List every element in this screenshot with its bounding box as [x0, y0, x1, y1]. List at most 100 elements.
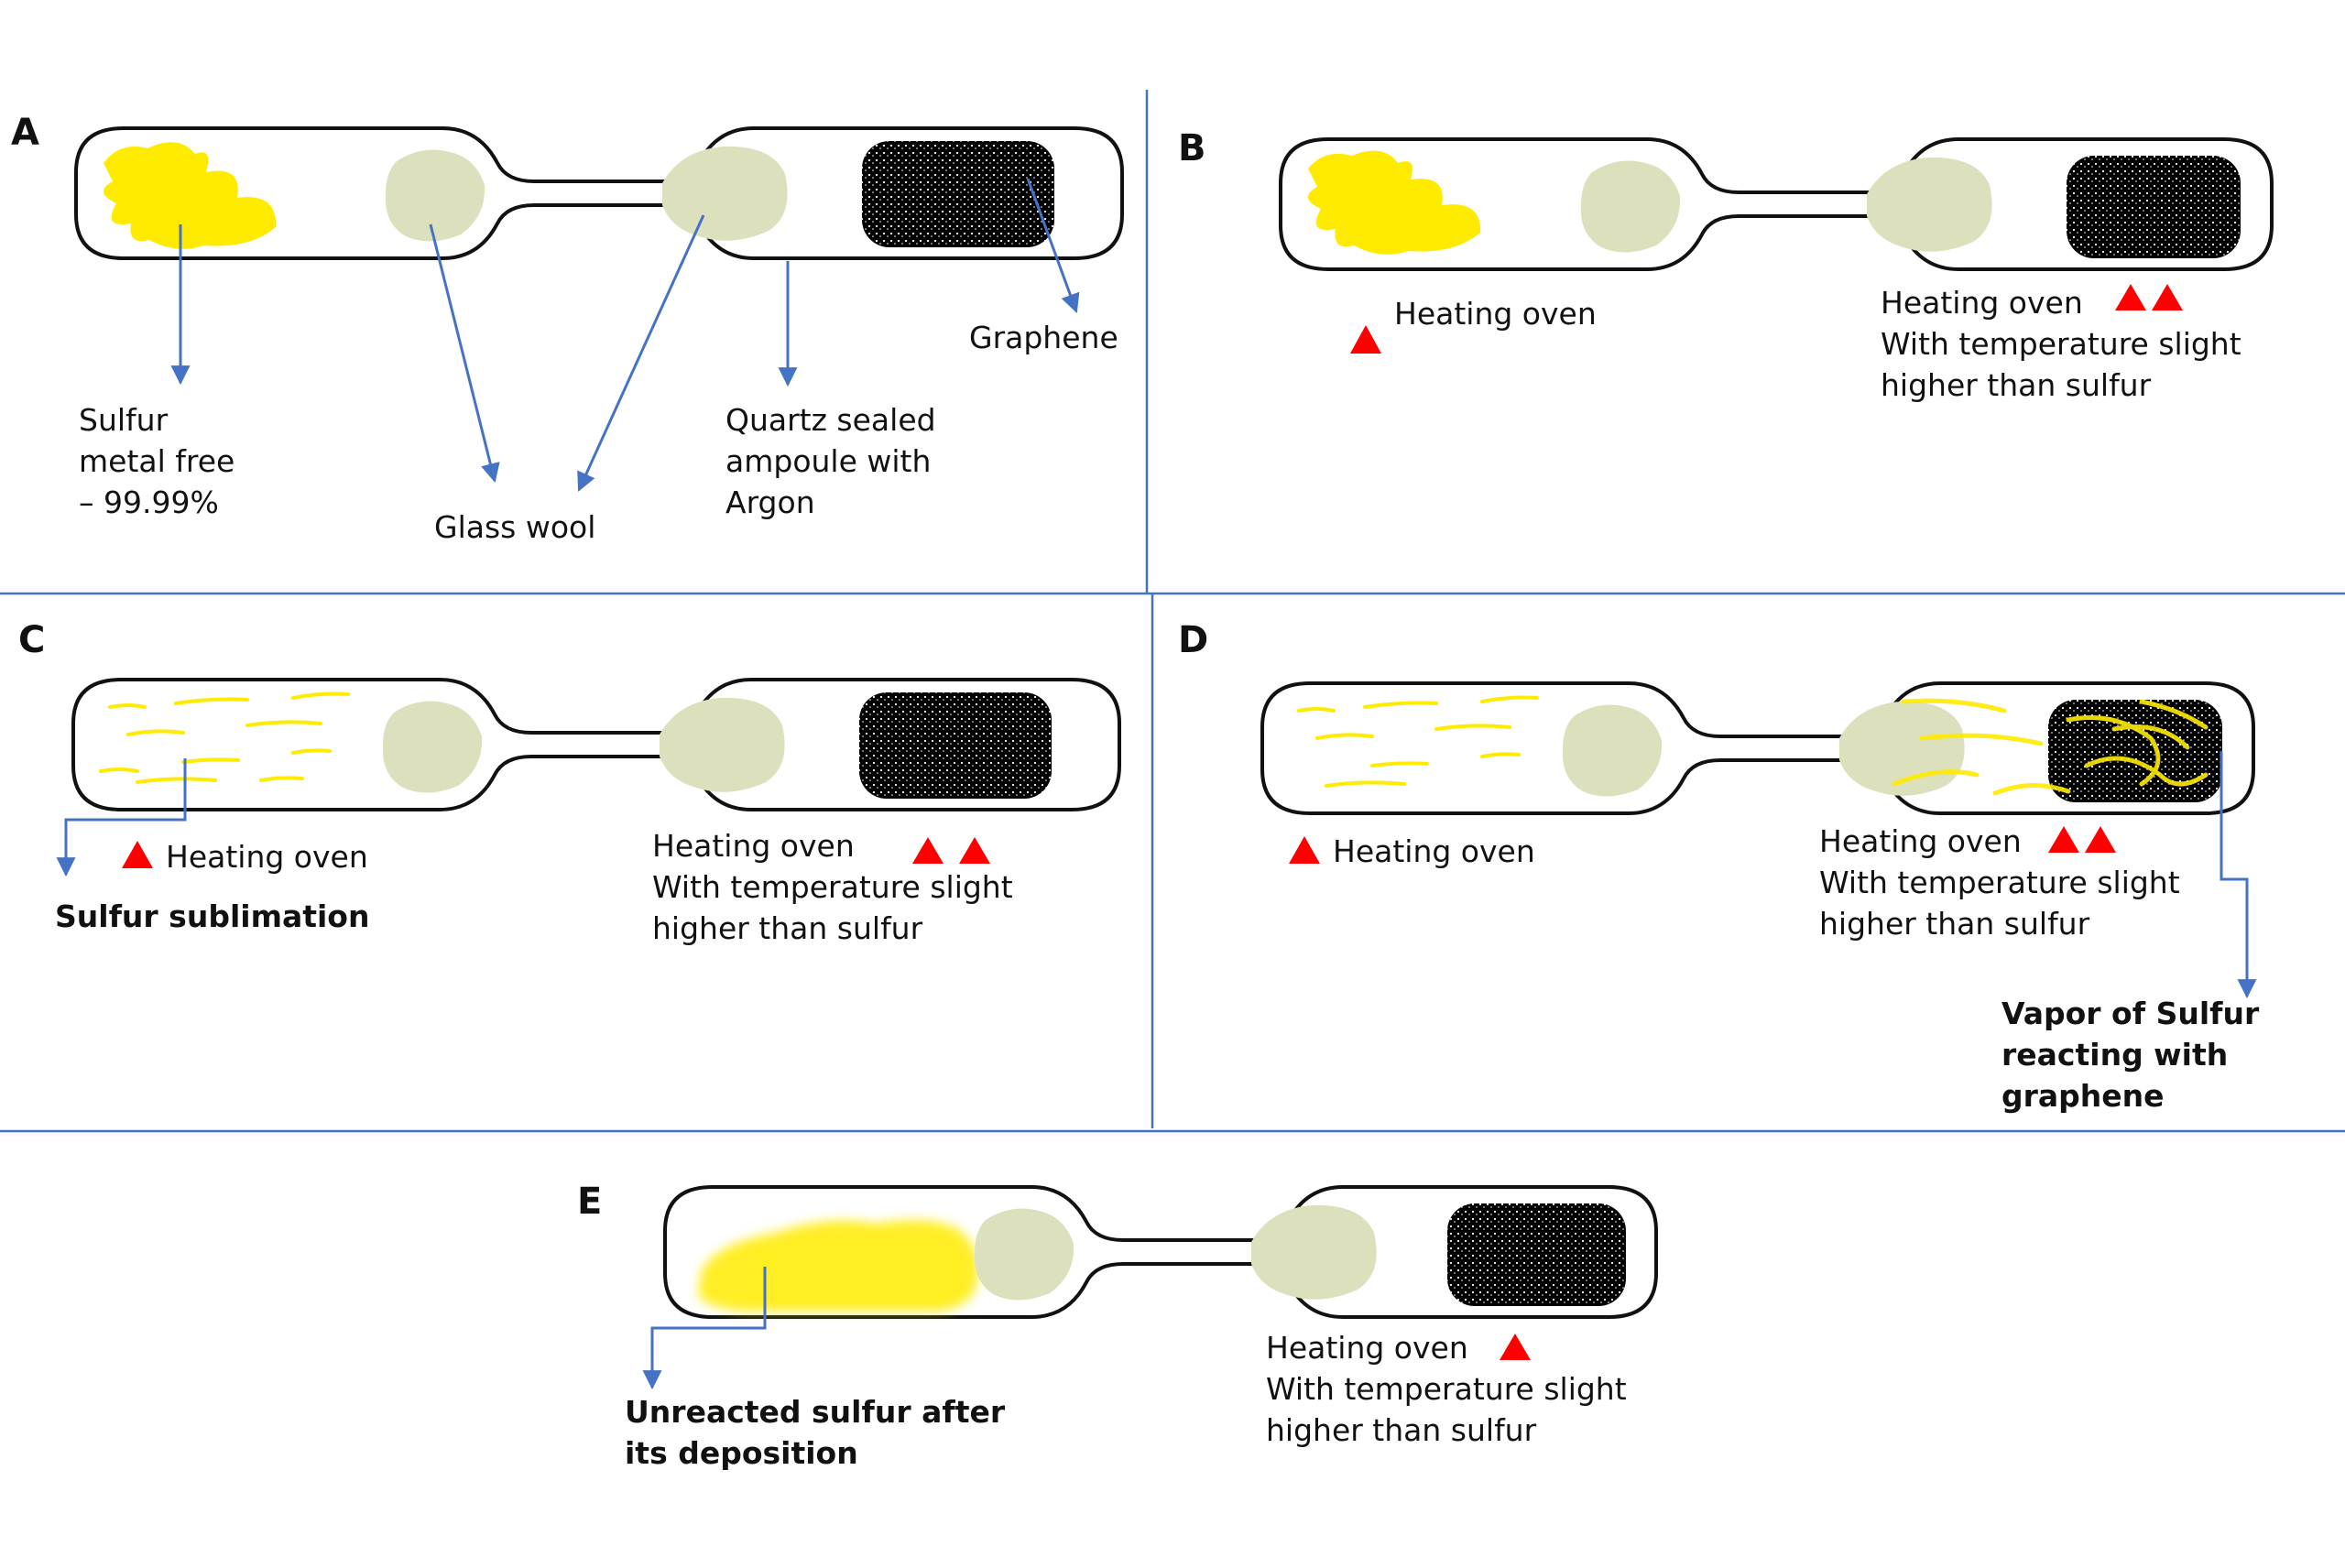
glass-wool-right: [1251, 1204, 1377, 1300]
glass-wool-left: [382, 701, 483, 793]
label-oven-left: Heating oven: [166, 839, 368, 875]
label-oven-left: Heating oven: [1333, 833, 1535, 869]
label-sulfur-line1: Sulfur: [79, 402, 169, 438]
heat-marker-right-1: [1500, 1334, 1531, 1360]
arrow-glass-wool-right: [577, 214, 705, 492]
panel-b: B Heating oven Heating oven With tempera…: [1178, 127, 2274, 403]
glass-wool-right: [662, 146, 788, 241]
reacting-streak: [2139, 699, 2209, 730]
panel-letter-d: D: [1178, 619, 1208, 661]
vapor-streak: [181, 757, 240, 764]
panel-letter-b: B: [1178, 127, 1206, 169]
label-vapor-line2: reacting with: [2001, 1037, 2228, 1073]
heat-marker-right-1: [2048, 826, 2079, 853]
panel-c: C Sulfur sublimation Heating oven He: [18, 619, 1121, 946]
ampoule-outline: [1279, 137, 2274, 271]
label-oven-right-line2: With temperature slight: [1881, 326, 2241, 362]
graphene-block: [859, 692, 1052, 799]
label-vapor-line3: graphene: [2001, 1078, 2165, 1114]
glass-wool-left: [974, 1208, 1074, 1301]
label-quartz-line1: Quartz sealed: [725, 402, 936, 438]
deposited-sulfur-core: [743, 1236, 960, 1304]
panel-letter-a: A: [11, 112, 39, 154]
graphene-block: [2067, 156, 2241, 258]
vapor-streak: [1315, 733, 1374, 740]
heat-marker-right-2: [2152, 284, 2183, 310]
arrows-a: [170, 178, 1080, 492]
vapor-streak: [174, 697, 249, 705]
heat-marker-right-2: [959, 837, 990, 864]
vapor-streak: [259, 776, 304, 782]
vapor-streak: [136, 777, 217, 784]
label-sublimation: Sulfur sublimation: [55, 898, 369, 934]
ampoule-c: [71, 678, 1121, 811]
label-quartz-line3: Argon: [725, 485, 815, 520]
label-oven-right-line3: higher than sulfur: [1266, 1412, 1537, 1448]
sulfur-pile: [1307, 150, 1481, 255]
vapor-streak: [1480, 695, 1539, 703]
label-oven-right-line1: Heating oven: [1881, 285, 2083, 321]
label-oven-right-line3: higher than sulfur: [1881, 367, 2152, 403]
label-oven-right-line1: Heating oven: [1819, 823, 2022, 859]
label-oven-right-line3: higher than sulfur: [1819, 906, 2090, 942]
vapor-streak: [1363, 701, 1438, 709]
label-vapor-line1: Vapor of Sulfur: [2001, 996, 2260, 1031]
sulfur-pile: [103, 142, 277, 249]
vapor-streak: [1325, 780, 1406, 788]
label-oven-left: Heating oven: [1394, 296, 1597, 332]
reacting-streak: [2084, 756, 2209, 787]
panel-e: E Unreacted sulfur after its deposition …: [577, 1181, 1658, 1471]
glass-wool-right: [1867, 157, 1992, 252]
label-oven-right-line2: With temperature slight: [652, 869, 1013, 905]
graphene-block: [1447, 1203, 1626, 1306]
heat-marker-left: [1289, 836, 1320, 864]
label-oven-right-line1: Heating oven: [652, 828, 855, 864]
vapor-streak: [245, 720, 322, 727]
vapor-streak: [108, 703, 147, 709]
reacting-streak: [1901, 698, 2007, 713]
label-sulfur-line3: – 99.99%: [79, 485, 219, 520]
heat-marker-left: [1350, 325, 1381, 354]
panel-a: A Sulfur metal free – 99.99% Glass wool …: [11, 112, 1124, 545]
panel-letter-c: C: [18, 619, 45, 661]
sulfur-reacting-streaks: [1892, 698, 2209, 796]
label-sulfur-line2: metal free: [79, 443, 234, 479]
ampoule-b: [1279, 137, 2274, 271]
glass-wool-right: [660, 697, 785, 792]
label-unreacted-line2: its deposition: [625, 1435, 858, 1471]
ampoule-outline: [71, 678, 1121, 811]
label-oven-right-line2: With temperature slight: [1266, 1371, 1627, 1407]
heat-marker-right-1: [912, 837, 943, 864]
vapor-streak: [1370, 761, 1429, 768]
label-oven-right-line1: Heating oven: [1266, 1330, 1468, 1366]
graphene-block: [2048, 700, 2222, 802]
heat-marker-right-1: [2115, 284, 2146, 310]
reacting-streak: [2111, 724, 2190, 750]
vapor-streak: [1297, 707, 1336, 713]
ampoule-d: [1260, 681, 2255, 815]
vapor-streak: [291, 748, 332, 755]
reacting-streak: [1892, 769, 1980, 787]
ampoule-e: [663, 1185, 1658, 1319]
arrow-graphene: [1026, 178, 1080, 313]
vapor-streak: [291, 691, 350, 700]
arrow-glass-wool-left: [429, 223, 500, 484]
vapor-streak: [99, 768, 139, 773]
glass-wool-left: [1580, 160, 1681, 253]
label-oven-right-line3: higher than sulfur: [652, 910, 923, 946]
sulfur-vapor-streaks: [1297, 695, 1539, 788]
vapor-streak: [1480, 752, 1521, 758]
sulfur-vapor-streaks: [99, 691, 350, 784]
glass-wool-left: [385, 149, 485, 242]
heat-marker-right-2: [2085, 826, 2116, 853]
reacting-streak: [1919, 733, 2044, 746]
label-oven-right-line2: With temperature slight: [1819, 865, 2180, 900]
panel-letter-e: E: [577, 1181, 602, 1223]
reacting-streak: [1992, 783, 2071, 796]
ampoule-outline: [74, 126, 1124, 260]
glass-wool-left: [1562, 704, 1663, 797]
arrow-sublimation: [56, 758, 187, 877]
label-glass-wool: Glass wool: [434, 509, 595, 545]
